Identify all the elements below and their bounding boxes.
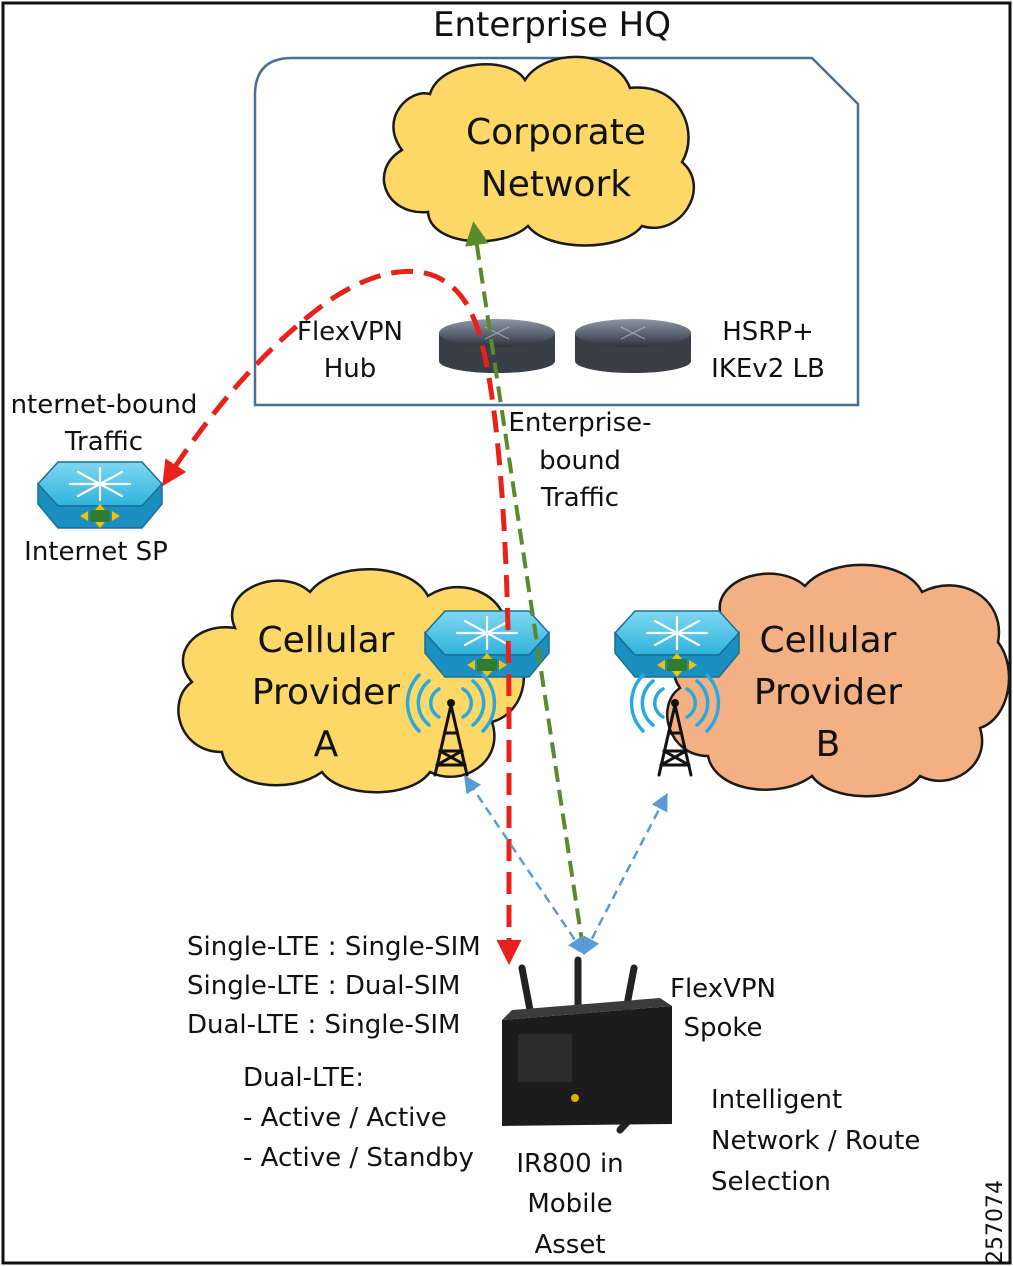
enterprise-traffic-label-line1: Enterprise-: [508, 408, 651, 438]
hsrp-label-line1: HSRP+: [722, 317, 814, 347]
flexvpn-spoke-line1: FlexVPN: [670, 974, 776, 1004]
hsrp-label-line2: IKEv2 LB: [711, 354, 825, 384]
dual-lte-item-2: - Active / Standby: [243, 1143, 474, 1173]
ir800-router-icon: [502, 956, 672, 1134]
provider-b-radio-link: [583, 792, 668, 956]
internet-traffic-label-line2: Traffic: [64, 427, 143, 457]
dual-lte-item-1: - Active / Active: [243, 1103, 447, 1133]
hub-router-2-icon: [574, 318, 692, 374]
flexvpn-hub-label-line1: FlexVPN: [297, 317, 403, 347]
corporate-network-cloud: [382, 55, 695, 247]
enterprise-hq-title: Enterprise HQ: [433, 5, 671, 45]
enterprise-hq-boundary: [253, 56, 860, 407]
provider-a-line2: Provider: [252, 672, 400, 713]
corporate-network-line1: Corporate: [466, 112, 646, 153]
intelligent-selection-line3: Selection: [711, 1167, 831, 1197]
provider-b-line2: Provider: [754, 672, 902, 713]
router-caption-line1: IR800 in: [516, 1149, 623, 1179]
intelligent-selection-line1: Intelligent: [711, 1085, 842, 1115]
sim-option-3: Dual-LTE : Single-SIM: [187, 1010, 460, 1040]
router-caption-line3: Asset: [534, 1230, 605, 1260]
sim-option-1: Single-LTE : Single-SIM: [187, 932, 481, 962]
provider-a-radio-link: [464, 775, 585, 955]
provider-b-line3: B: [816, 724, 841, 765]
provider-a-line3: A: [314, 724, 339, 765]
provider-b-switch-icon: [613, 609, 741, 679]
provider-a-switch-icon: [423, 609, 551, 679]
enterprise-traffic-label-line3: Traffic: [540, 483, 619, 513]
internet-bound-traffic-arrow: [162, 268, 522, 965]
router-caption-line2: Mobile: [527, 1189, 612, 1219]
provider-a-line1: Cellular: [258, 620, 395, 661]
internet-traffic-label-line1: nternet-bound: [11, 390, 198, 420]
enterprise-traffic-label-line2: bound: [539, 446, 621, 476]
internet-sp-label: Internet SP: [24, 537, 168, 567]
flexvpn-spoke-line2: Spoke: [683, 1013, 762, 1043]
figure-id: 257074: [983, 1180, 1008, 1264]
sim-option-2: Single-LTE : Dual-SIM: [187, 971, 460, 1001]
corporate-network-line2: Network: [481, 164, 631, 205]
dual-lte-heading: Dual-LTE:: [243, 1063, 364, 1093]
hub-router-1-icon: [438, 318, 556, 374]
provider-b-line1: Cellular: [760, 620, 897, 661]
internet-sp-switch-icon: [36, 460, 164, 530]
intelligent-selection-line2: Network / Route: [711, 1126, 920, 1156]
flexvpn-hub-label-line2: Hub: [324, 354, 377, 384]
